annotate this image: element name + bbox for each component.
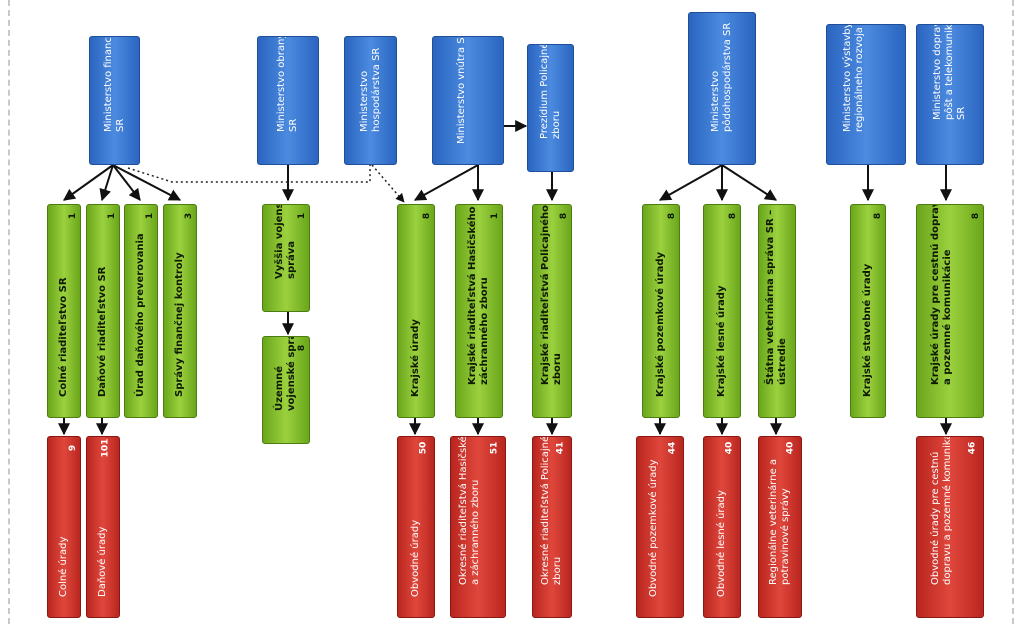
node-label: Územné vojenské správy [274,336,297,411]
node-count: 46 [967,441,978,455]
edge-mp-svs [721,164,778,201]
node-ministry[interactable]: Ministerstvo hospodárstva SR [344,36,397,165]
node-label: Okresné riaditeľstvá Hasičského a záchra… [458,436,481,585]
node-ministry[interactable]: Ministerstvo financií SR [89,36,140,165]
node-count: 8 [421,212,432,220]
node-office[interactable]: Štátna veterinárna správa SR – ústredie [758,204,796,418]
node-label: Krajské stavebné úrady [862,263,873,397]
decor-line [8,0,10,624]
node-label: Obvodné lesné úrady [716,490,727,597]
node-local-office[interactable]: 101 Daňové úrady [86,436,120,618]
node-office[interactable]: 1 Daňové riaditeľstvo SR [86,204,120,418]
node-count: 8 [727,212,738,220]
node-office[interactable]: 8 Krajské stavebné úrady [850,204,886,418]
node-local-office[interactable]: 46 Obvodné úrady pre cestnú dopravu a po… [916,436,984,618]
node-label: Ministerstvo pôdohospodárstva SR [710,22,733,132]
node-label: Colné riaditeľstvo SR [58,277,69,397]
node-label: Správy finančnej kontroly [174,252,185,397]
node-office[interactable]: 3 Správy finančnej kontroly [163,204,197,418]
node-count: 1 [296,212,307,220]
node-ministry[interactable]: Ministerstvo pôdohospodárstva SR [688,12,756,165]
node-label: Krajské pozemkové úrady [655,251,666,397]
node-label: Obvodné úrady [410,519,421,597]
node-ministry[interactable]: Ministerstvo výstavby a regionálneho roz… [826,24,906,165]
node-office[interactable]: 8 Krajské riaditeľstvá Policajného zboru [532,204,572,418]
edge-mf-sfk [112,164,182,201]
node-local-office[interactable]: 40 Regionálne veterinárne a potravinové … [758,436,802,618]
node-count: 8 [296,344,307,352]
node-label: Krajské lesné úrady [716,285,727,397]
node-office[interactable]: 8 Krajské úrady pre cestnú dopravu a poz… [916,204,984,418]
node-label: Krajské riaditeľstvá Policajného zboru [540,204,563,385]
node-office[interactable]: 8 Krajské lesné úrady [703,204,741,418]
node-ministry[interactable]: Ministerstvo obrany SR [257,36,319,165]
node-count: 1 [489,212,500,220]
dotted-mf-mh [127,165,371,183]
node-label: Štátna veterinárna správa SR – ústredie [765,209,788,385]
node-local-office[interactable]: 41 Okresné riaditeľstvá Policajného zbor… [532,436,572,618]
node-ministry[interactable]: Ministerstvo dopravy, pôšt a telekomunik… [916,24,984,165]
node-office[interactable]: 1 Úrad daňového preverovania [124,204,158,418]
node-office[interactable]: 1 Vyššia vojenská správa [262,204,310,312]
node-label: Daňové riaditeľstvo SR [97,266,108,397]
node-label: Ministerstvo financií SR [102,36,126,132]
edge-mf-udp [112,164,141,201]
node-office[interactable]: 1 Colné riaditeľstvo SR [47,204,81,418]
node-label: Krajské úrady [410,319,421,397]
node-local-office[interactable]: 40 Obvodné lesné úrady [703,436,741,618]
dotted-mh-ku [371,164,405,203]
node-label: Prezídium Policajného zboru [538,44,562,139]
edge-mp-kpu [658,164,723,201]
node-ministry[interactable]: Ministerstvo vnútra SR [432,36,504,165]
node-count: 8 [970,212,981,220]
node-local-office[interactable]: 51 Okresné riaditeľstvá Hasičského a zác… [450,436,506,618]
node-label: Okresné riaditeľstvá Policajného zboru [540,436,563,585]
node-label: Ministerstvo hospodárstva SR [358,47,382,132]
node-local-office[interactable]: 9 Colné úrady [47,436,81,618]
node-label: Ministerstvo dopravy, pôšt a telekomunik… [932,24,967,120]
node-label: Ministerstvo výstavby a regionálneho roz… [842,24,865,132]
node-office[interactable]: 1 Krajské riaditeľstvá Hasičského a zách… [455,204,503,418]
node-label: Ministerstvo vnútra SR [456,36,467,144]
decor-line [1012,0,1014,624]
node-label: Krajské riaditeľstvá Hasičského a záchra… [467,204,490,385]
node-label: Colné úrady [58,536,69,597]
node-ministry[interactable]: Prezídium Policajného zboru [527,44,574,172]
node-count: 8 [872,212,883,220]
node-label: Obvodné pozemkové úrady [648,459,659,597]
edge-mv-ku [413,164,479,201]
node-count: 44 [667,441,678,455]
node-local-office[interactable]: 44 Obvodné pozemkové úrady [636,436,684,618]
node-local-office[interactable]: 50 Obvodné úrady [397,436,435,618]
edge-mf-danove [99,164,114,202]
node-label: Krajské úrady pre cestnú dopravu a pozem… [930,204,953,385]
node-office[interactable]: 8 Krajské úrady [397,204,435,418]
node-label: Obvodné úrady pre cestnú dopravu a pozem… [930,436,953,585]
node-label: Daňové úrady [97,526,108,597]
node-count: 8 [666,212,677,220]
node-office[interactable]: 8 Krajské pozemkové úrady [642,204,680,418]
node-office[interactable]: 8 Územné vojenské správy [262,336,310,444]
node-count: 51 [489,441,500,455]
node-label: Vyššia vojenská správa [274,204,297,279]
edge-mf-colne [63,164,114,201]
node-label: Regionálne veterinárne a potravinové spr… [768,458,791,585]
node-label: Úrad daňového preverovania [135,233,146,397]
node-label: Ministerstvo obrany SR [276,36,299,132]
